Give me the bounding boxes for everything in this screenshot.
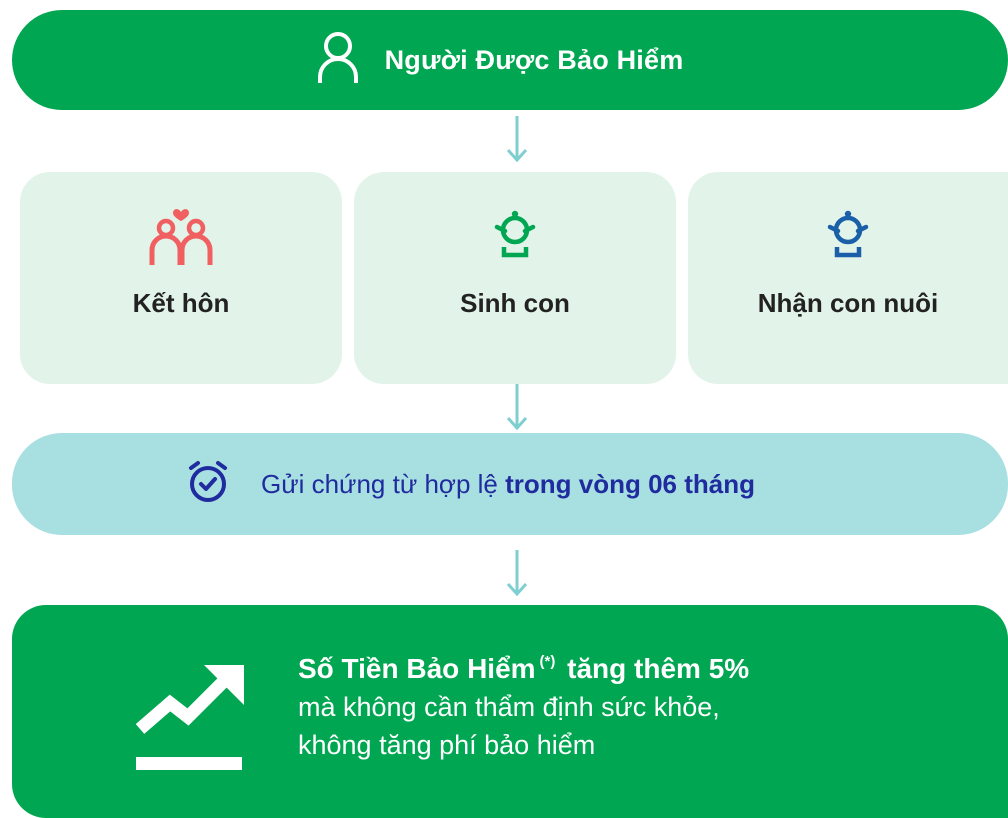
result-line-2: mà không cần thẩm định sức khỏe,: [298, 692, 720, 722]
couple-heart-icon: [146, 202, 216, 271]
person-icon: [317, 31, 359, 90]
result-headline: Số Tiền Bảo Hiểm(*) tăng thêm 5%: [298, 643, 749, 688]
down-arrow-icon: [506, 550, 528, 597]
event-label: Sinh con: [460, 288, 570, 318]
baby-icon: [826, 209, 870, 264]
down-arrow-icon: [506, 116, 528, 163]
trend-up-icon: [136, 665, 244, 770]
result-title: Số Tiền Bảo Hiểm: [298, 653, 536, 684]
event-label: Kết hôn: [132, 288, 230, 318]
event-label: Nhận con nuôi: [757, 288, 939, 318]
deadline-banner: Gửi chứng từ hợp lệ trong vòng 06 tháng: [12, 433, 1008, 535]
result-line-3: không tăng phí bảo hiểm: [298, 730, 596, 760]
deadline-text-prefix: Gửi chứng từ hợp lệ: [260, 468, 506, 499]
deadline-text-bold: trong vòng 06 tháng: [505, 468, 756, 499]
result-text: Số Tiền Bảo Hiểm(*) tăng thêm 5% mà khôn…: [298, 643, 749, 764]
baby-icon: [493, 209, 537, 264]
banner-title: Người Được Bảo Hiểm: [384, 44, 684, 75]
event-card-birth: Sinh con: [354, 172, 676, 384]
down-arrow-icon: [506, 384, 528, 431]
insured-person-banner: Người Được Bảo Hiểm: [12, 10, 1008, 110]
result-box: Số Tiền Bảo Hiểm(*) tăng thêm 5% mà khôn…: [12, 605, 1008, 818]
result-title-suffix: tăng thêm 5%: [567, 653, 750, 684]
stopwatch-icon: [185, 459, 231, 510]
event-card-adoption: Nhận con nuôi: [688, 172, 1008, 384]
footnote-marker: (*): [539, 653, 556, 670]
deadline-text: Gửi chứng từ hợp lệ trong vòng 06 tháng: [261, 469, 755, 500]
event-card-marriage: Kết hôn: [20, 172, 342, 384]
